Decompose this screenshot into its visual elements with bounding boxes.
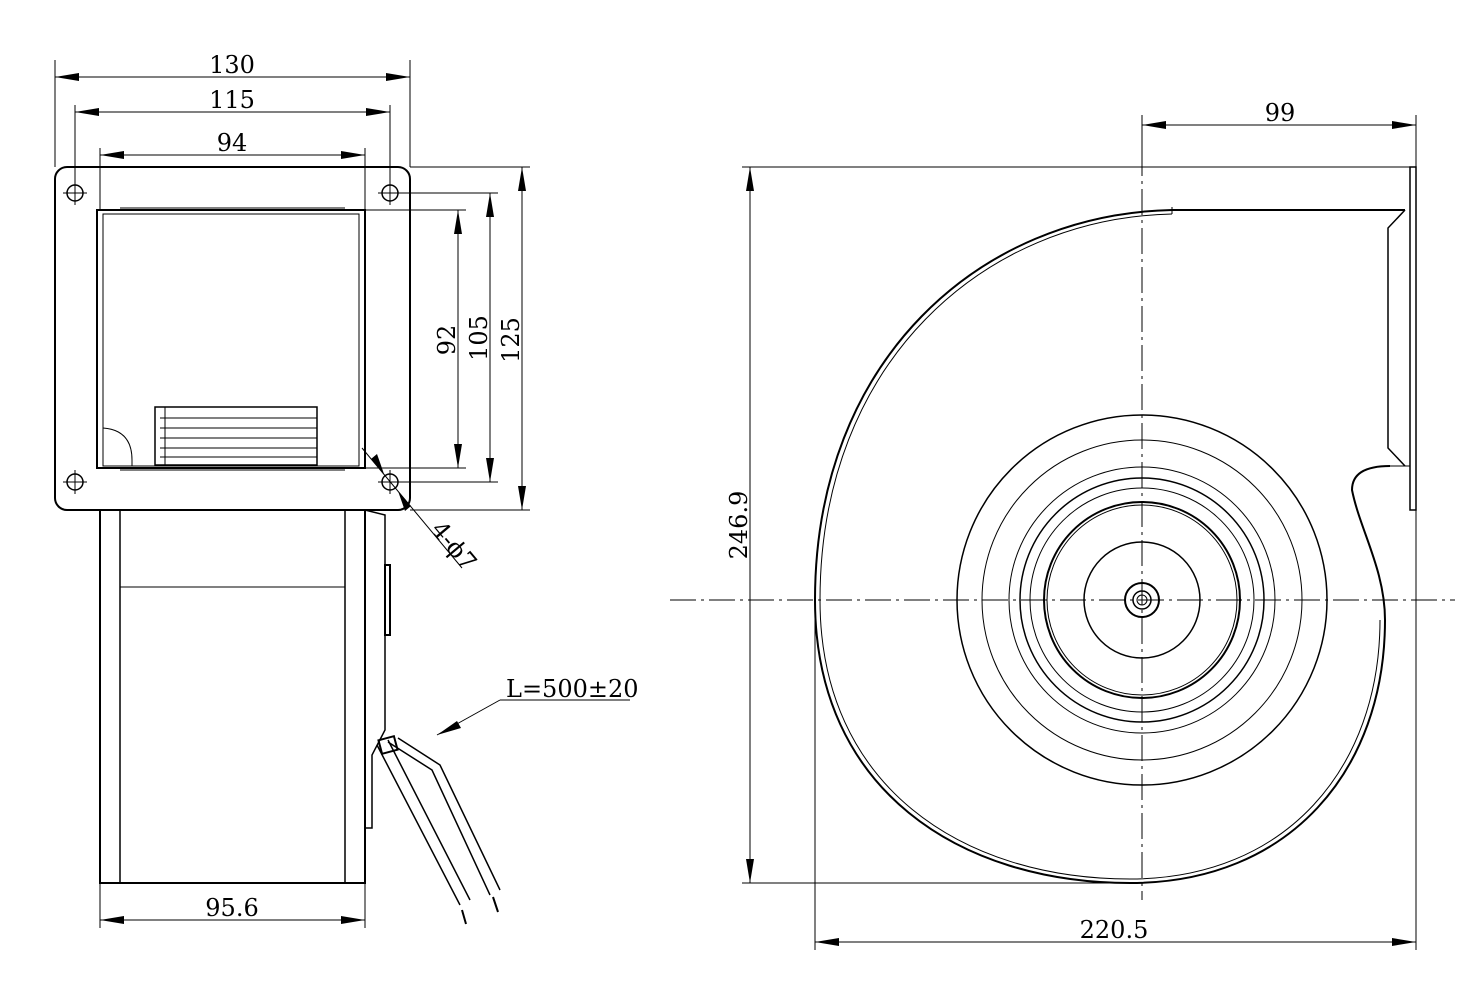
side-view: 99 246.9 220.5: [670, 99, 1455, 950]
cable-leader: L=500±20: [436, 675, 639, 736]
dim-height-105: 105: [400, 192, 498, 483]
dim-99-label: 99: [1265, 99, 1296, 127]
shaft-hub: [1124, 582, 1160, 618]
dim-130-label: 130: [209, 51, 255, 79]
dim-95-6-label: 95.6: [205, 894, 258, 922]
dim-width-115: 115: [74, 86, 391, 181]
dim-width-94: 94: [99, 129, 366, 210]
dim-115-label: 115: [209, 86, 255, 114]
dim-depth-95-6: 95.6: [99, 883, 366, 928]
scroll-housing: [813, 209, 1391, 885]
motor-rings: [956, 414, 1328, 786]
mounting-hole-tr: [378, 181, 402, 205]
hole-callout: 4-ϕ7: [361, 447, 482, 576]
dim-220-5-label: 220.5: [1080, 916, 1149, 944]
lead-wires: [376, 734, 501, 925]
dim-height-246-9: 246.9: [725, 166, 1410, 884]
housing-body: [99, 509, 391, 884]
cable-length-label: L=500±20: [506, 675, 639, 703]
dim-246-9-label: 246.9: [725, 491, 753, 560]
hole-callout-label: 4-ϕ7: [425, 516, 482, 576]
outlet-flange: [1171, 166, 1417, 511]
outlet-opening: [96, 209, 366, 469]
mounting-hole-bl: [63, 470, 87, 494]
impeller-blades: [154, 406, 318, 466]
mounting-hole-tl: [63, 181, 87, 205]
dim-width-220-5: 220.5: [814, 510, 1417, 950]
dim-offset-99: 99: [1141, 99, 1417, 167]
front-view: 130 115 94 92: [54, 51, 639, 928]
dim-125-label: 125: [497, 317, 525, 363]
dim-height-92: 92: [365, 209, 466, 469]
dim-94-label: 94: [217, 129, 248, 157]
dim-92-label: 92: [433, 325, 461, 356]
mounting-flange: [54, 166, 411, 511]
dim-width-130: 130: [54, 51, 411, 167]
dim-105-label: 105: [465, 315, 493, 361]
dim-height-125: 125: [410, 166, 530, 511]
